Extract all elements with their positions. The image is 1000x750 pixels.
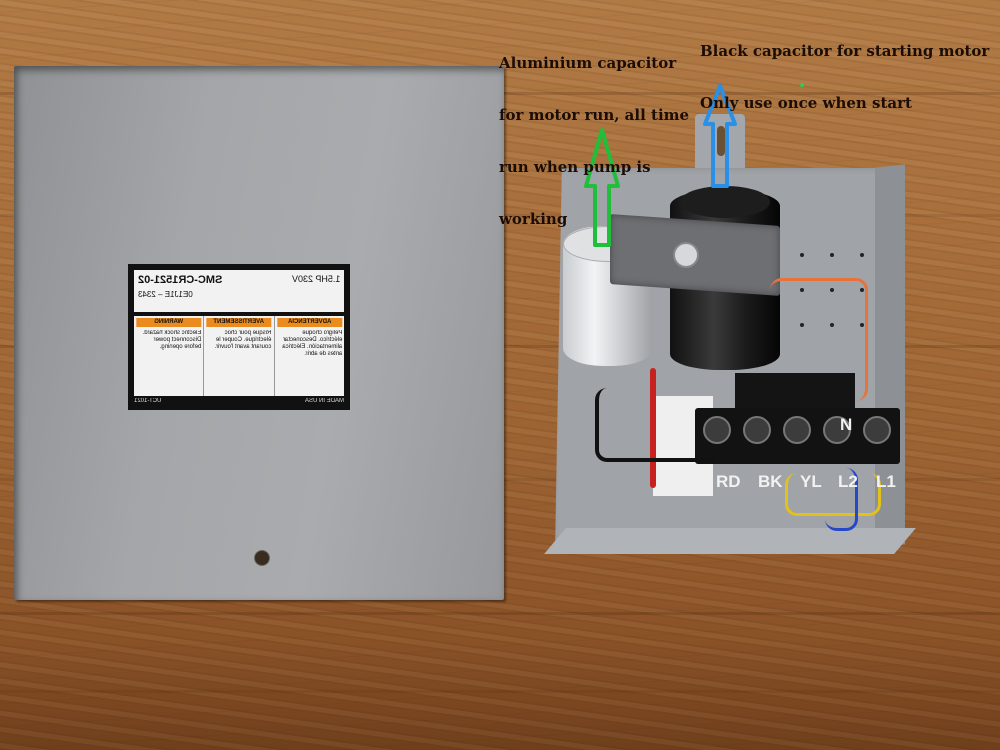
annotation-line: for motor run, all time [499, 106, 690, 124]
terminal-strip [695, 408, 900, 464]
annotation-line: run when pump is [499, 158, 651, 176]
strap-bolt [673, 242, 699, 268]
start-capacitor-annotation: Black capacitor for starting motor Only … [700, 12, 989, 142]
yellow-wire [785, 473, 881, 516]
warning-col-en: WARNING Electric shock hazard. Disconnec… [134, 316, 205, 396]
orange-wire [770, 278, 868, 401]
red-wire [650, 368, 656, 488]
terminal-label-l1: L1 [876, 472, 896, 491]
run-capacitor-annotation: Aluminium capacitor for motor run, all t… [499, 24, 689, 258]
annotation-line: Black capacitor for starting motor [700, 42, 990, 60]
cover-label: SMC-CR1521-02 1.5HP 230V 0E1J1E – 2343 W… [128, 264, 350, 410]
warning-col-fr: AVERTISSEMENT Risque pour choc électriqu… [204, 316, 275, 396]
terminal-label-l2: L2 [838, 472, 858, 491]
terminal-label-rd: RD [716, 472, 741, 491]
terminal-label-bk: BK [758, 472, 783, 491]
neutral-label: N [840, 415, 852, 434]
cover-screw-hole [254, 550, 270, 566]
green-arrow [584, 128, 620, 247]
warning-panel: WARNING Electric shock hazard. Disconnec… [134, 316, 344, 396]
blue-wire [825, 468, 858, 531]
annotation-line: working [499, 210, 568, 228]
annotation-line: Only use once when start [700, 94, 912, 112]
relay [735, 373, 855, 413]
open-control-box [544, 114, 916, 568]
terminal-label-yl: YL [800, 472, 822, 491]
start-capacitor-top [680, 186, 770, 218]
blue-arrow [703, 84, 737, 188]
black-wire [595, 388, 719, 462]
annotation-line: Aluminium capacitor [499, 54, 677, 72]
